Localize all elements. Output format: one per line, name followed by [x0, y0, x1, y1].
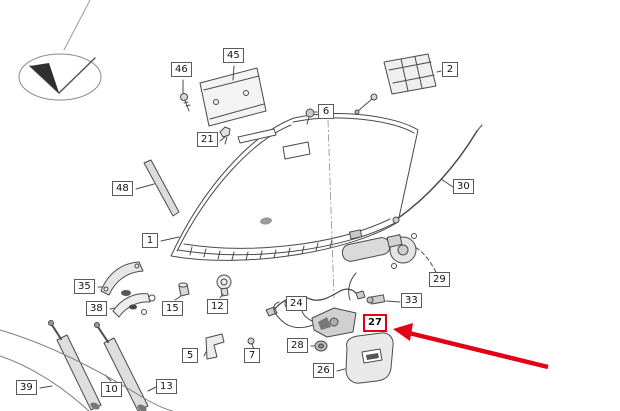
part-33-stud: [366, 294, 401, 305]
part-label-33[interactable]: 33: [401, 293, 422, 308]
part-label-1[interactable]: 1: [142, 233, 158, 248]
part-label-2[interactable]: 2: [442, 62, 458, 77]
part-39-body-edge: [0, 329, 174, 411]
part-label-39[interactable]: 39: [16, 380, 37, 395]
part-5-bracket: [203, 333, 225, 360]
part-label-24[interactable]: 24: [286, 296, 307, 311]
part-2-control-module: [354, 53, 442, 115]
brand-logo-icon: [18, 53, 102, 101]
part-45-panel: [199, 65, 267, 127]
part-27-lock: [273, 301, 357, 338]
part-28-grommet: [310, 340, 328, 352]
part-13-gas-strut: [94, 322, 157, 411]
part-label-13[interactable]: 13: [156, 379, 177, 394]
part-29-motor-assembly: [341, 229, 437, 273]
part-label-28[interactable]: 28: [287, 338, 308, 353]
part-label-26[interactable]: 26: [313, 363, 334, 378]
part-1-trunk-lid: [160, 113, 419, 261]
part-12-buffer: [216, 274, 232, 299]
part-30-support-rod: [392, 124, 483, 224]
part-label-30[interactable]: 30: [453, 179, 474, 194]
part-label-5[interactable]: 5: [182, 348, 198, 363]
part-label-38[interactable]: 38: [86, 301, 107, 316]
part-26-latch-cover: [336, 332, 394, 384]
part-label-15[interactable]: 15: [162, 301, 183, 316]
part-21-clip: [219, 126, 277, 145]
part-38-hinge-bracket: [109, 293, 156, 318]
highlight-arrow: [393, 323, 549, 370]
center-axis-line: [327, 119, 335, 299]
part-15-buffer: [174, 282, 190, 301]
part-label-7[interactable]: 7: [244, 348, 260, 363]
part-label-21[interactable]: 21: [197, 132, 218, 147]
part-label-27[interactable]: 27: [363, 314, 387, 332]
part-label-12[interactable]: 12: [207, 299, 228, 314]
part-6-ball-stud: [305, 108, 318, 125]
part-46-screw: [180, 79, 191, 112]
part-label-45[interactable]: 45: [223, 48, 244, 63]
part-35-hinge: [97, 261, 144, 296]
part-label-46[interactable]: 46: [171, 62, 192, 77]
part-label-29[interactable]: 29: [429, 272, 450, 287]
part-10-gas-strut: [48, 320, 112, 411]
part-label-48[interactable]: 48: [112, 181, 133, 196]
part-label-10[interactable]: 10: [101, 382, 122, 397]
part-label-35[interactable]: 35: [74, 279, 95, 294]
part-48-trim-strip: [135, 159, 180, 217]
body-edge-line: [63, 0, 91, 51]
part-label-6[interactable]: 6: [318, 104, 334, 119]
